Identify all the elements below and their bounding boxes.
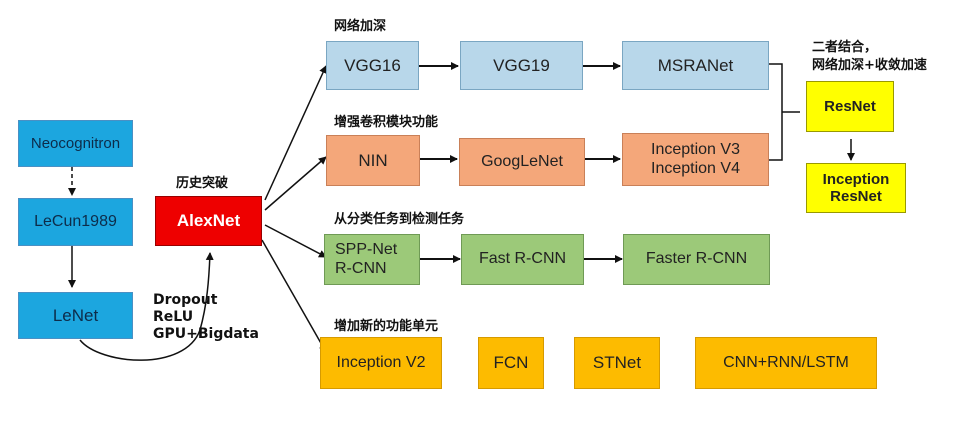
node-inception-v2: Inception V2 (320, 337, 442, 389)
node-spp-rcnn: SPP-Net R-CNN (324, 234, 420, 285)
label-new-units: 增加新的功能单元 (334, 319, 439, 334)
technique-dropout: Dropout (153, 292, 218, 308)
node-vgg19: VGG19 (460, 41, 583, 90)
node-vgg16: VGG16 (326, 41, 419, 90)
arrow-alexnet-vgg16 (264, 65, 327, 201)
arrow-alexnet-inceptionv2 (261, 239, 327, 353)
label-deeper: 网络加深 (334, 19, 387, 34)
node-cnn-rnn-lstm: CNN+RNN/LSTM (695, 337, 877, 389)
label-enhance-conv: 增强卷积模块功能 (334, 115, 439, 130)
label-combine-line2: 网络加深+收敛加速 (812, 58, 927, 73)
spp-net-label: SPP-Net (335, 241, 398, 259)
node-inception-v3-v4: Inception V3 Inception V4 (622, 133, 769, 186)
node-googlenet: GoogLeNet (459, 138, 585, 186)
node-inception-resnet: Inception ResNet (806, 163, 906, 213)
inception-v4-label: Inception V4 (651, 159, 740, 177)
r-cnn-label: R-CNN (335, 259, 387, 277)
node-msranet: MSRANet (622, 41, 769, 90)
label-classification-to-detection: 从分类任务到检测任务 (334, 212, 465, 227)
inception-resnet-line2: ResNet (830, 188, 882, 205)
label-breakthrough: 历史突破 (176, 176, 229, 191)
node-alexnet: AlexNet (155, 196, 262, 246)
arrow-alexnet-spp (264, 224, 327, 258)
technique-gpu-bigdata: GPU+Bigdata (153, 326, 259, 342)
node-neocognitron: Neocognitron (18, 120, 133, 167)
arrow-alexnet-nin (264, 156, 327, 211)
node-resnet: ResNet (806, 81, 894, 132)
node-lecun1989: LeCun1989 (18, 198, 133, 246)
node-faster-rcnn: Faster R-CNN (623, 234, 770, 285)
label-combine-line1: 二者结合， (812, 40, 878, 55)
node-nin: NIN (326, 135, 420, 186)
node-stnet: STNet (574, 337, 660, 389)
node-fcn: FCN (478, 337, 544, 389)
technique-relu: ReLU (153, 309, 194, 325)
inception-resnet-line1: Inception (822, 170, 890, 188)
combine-bracket (769, 63, 800, 161)
arrow-lenet-alexnet (79, 252, 214, 361)
inception-v3-label: Inception V3 (651, 141, 740, 159)
node-fast-rcnn: Fast R-CNN (461, 234, 584, 285)
node-lenet: LeNet (18, 292, 133, 339)
